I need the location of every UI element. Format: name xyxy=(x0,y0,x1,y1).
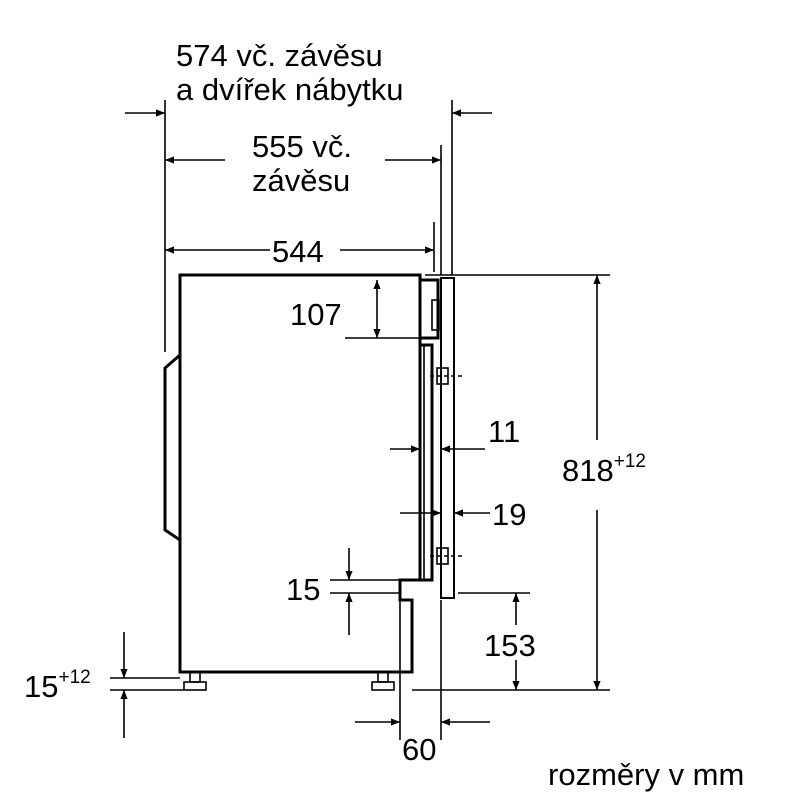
dim-107-label: 107 xyxy=(290,297,342,332)
dim-574-line1: 574 vč. závěsu xyxy=(176,38,383,73)
dim-818-superscript: +12 xyxy=(614,451,646,472)
hinge-upper xyxy=(430,367,462,385)
appliance-body-outline xyxy=(163,273,422,674)
dim-555-line1: 555 vč. xyxy=(252,129,352,164)
dim-15-foot-base: 15 xyxy=(24,669,58,704)
dim-15-foot-superscript: +12 xyxy=(58,667,90,688)
hinge-lower xyxy=(430,547,462,565)
dim-11-label: 11 xyxy=(488,414,520,449)
dim-153-label: 153 xyxy=(484,628,536,663)
dim-15-foot-label: 15+12 xyxy=(24,667,91,704)
rear-foot xyxy=(183,671,207,691)
units-note: rozměry v mm xyxy=(548,757,744,792)
extension-lines xyxy=(110,100,610,740)
dim-818-base: 818 xyxy=(562,453,614,488)
dim-60-label: 60 xyxy=(402,732,436,767)
dim-574-line2: a dvířek nábytku xyxy=(176,72,403,107)
dim-818-label: 818+12 xyxy=(562,451,646,488)
control-panel xyxy=(420,278,440,340)
furniture-door-panel xyxy=(440,277,455,599)
dim-15-gap-label: 15 xyxy=(286,572,320,607)
appliance-door xyxy=(420,343,434,582)
dim-19-label: 19 xyxy=(492,497,526,532)
front-foot xyxy=(371,671,395,691)
dim-544-label: 544 xyxy=(272,234,324,269)
dimension-arrows xyxy=(120,109,601,738)
dim-555-line2: závěsu xyxy=(252,163,350,198)
